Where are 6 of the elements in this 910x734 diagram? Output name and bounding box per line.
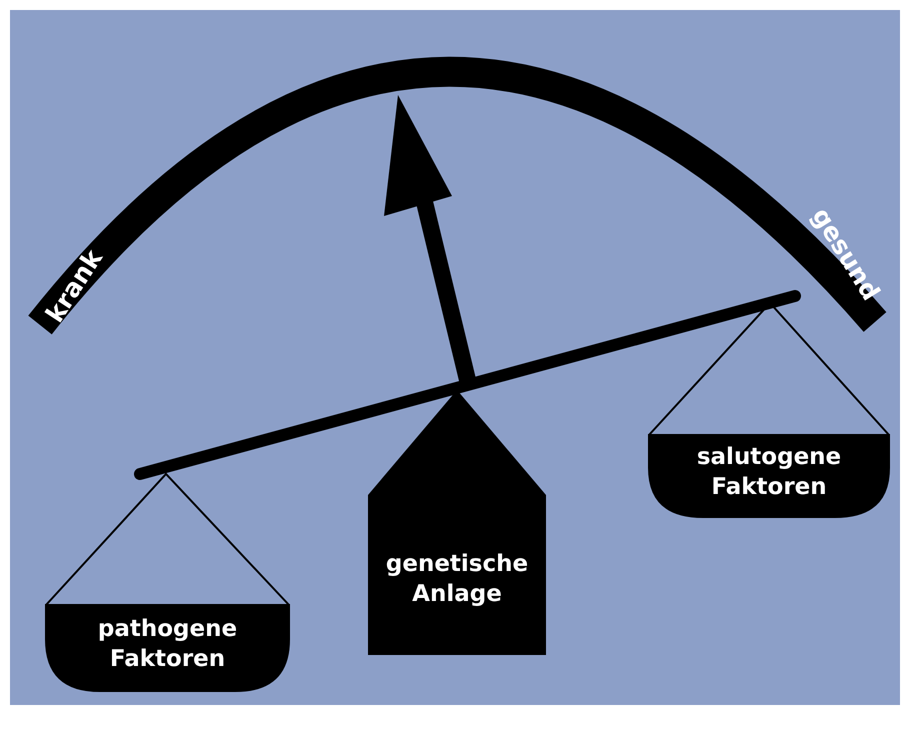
node-label: pathogene Faktoren <box>96 615 238 674</box>
fulcrum-block <box>368 390 546 655</box>
node-label: genetische Anlage <box>384 550 530 610</box>
node-label: salutogene Faktoren <box>696 443 842 502</box>
scale-pan <box>45 604 290 692</box>
scale-pan <box>648 434 890 518</box>
